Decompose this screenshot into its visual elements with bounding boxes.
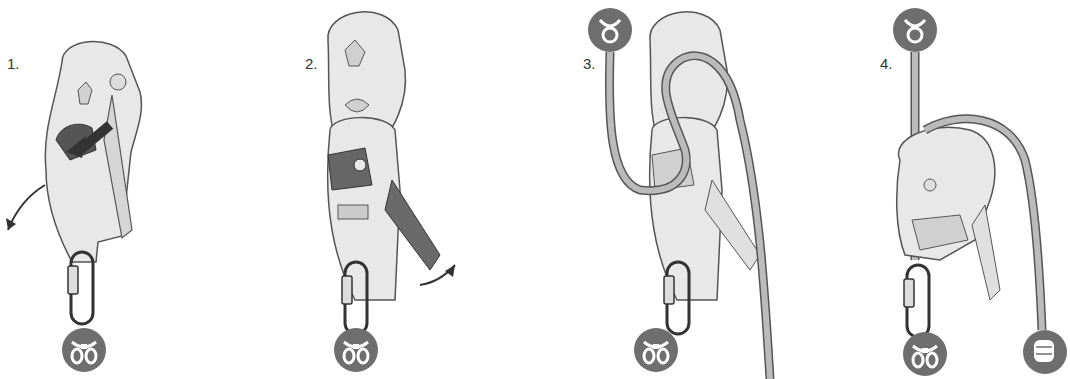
device-step-1: [6, 42, 141, 372]
step-number: 2.: [305, 55, 318, 72]
device-step-3: [588, 8, 770, 379]
step-number: 1.: [7, 55, 20, 72]
step-number: 4.: [880, 55, 893, 72]
device-step-4: [893, 8, 1067, 376]
step-number: 3.: [583, 55, 596, 72]
device-step-2: [328, 12, 455, 372]
